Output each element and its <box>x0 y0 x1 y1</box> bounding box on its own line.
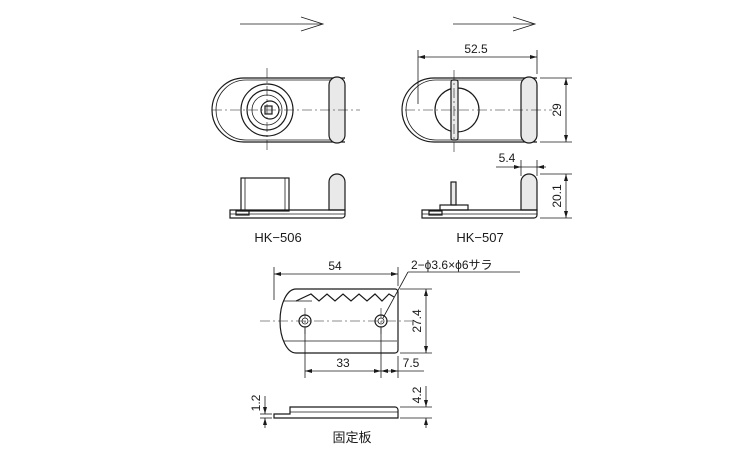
dim-top-height: 29 <box>550 103 564 117</box>
hk507-top-view <box>401 70 552 152</box>
dim-top-width: 52.5 <box>464 42 488 56</box>
dim-top-width-line <box>417 50 538 104</box>
dim-post-offset: 5.4 <box>499 151 516 165</box>
dim-hole-pitch: 33 <box>336 356 350 370</box>
dim-top-height-line <box>540 77 572 143</box>
hk506-side-view <box>229 173 346 219</box>
dim-plate-height-line <box>400 288 432 354</box>
dim-plate-step: 4.2 <box>410 386 424 403</box>
hk506-label: HK−506 <box>254 230 301 245</box>
dim-side-height-line <box>540 173 572 219</box>
hk507-label: HK−507 <box>456 230 503 245</box>
dim-plate-step-line <box>400 386 432 428</box>
hk507-side-view <box>421 173 538 219</box>
dim-hole-edge: 7.5 <box>403 356 420 370</box>
dim-plate-thickness-line <box>260 396 272 428</box>
plate-side-view <box>273 406 399 419</box>
dim-hole-note: 2−ϕ3.6×ϕ6サラ <box>411 258 493 272</box>
dim-side-height: 20.1 <box>550 184 564 208</box>
dim-plate-width: 54 <box>328 259 342 273</box>
dim-plate-height: 27.4 <box>410 309 424 333</box>
plate-top-view <box>260 288 412 354</box>
dim-plate-width-line <box>273 267 399 300</box>
direction-arrow-right <box>453 16 537 32</box>
hk506-top-view <box>211 68 360 152</box>
plate-label: 固定板 <box>332 430 371 445</box>
dim-hole-pitch-line <box>304 328 424 378</box>
dim-plate-thickness: 1.2 <box>249 394 263 411</box>
direction-arrow-left <box>240 16 325 32</box>
dim-post-offset-line <box>496 160 546 176</box>
hole-note-leader <box>382 271 520 319</box>
